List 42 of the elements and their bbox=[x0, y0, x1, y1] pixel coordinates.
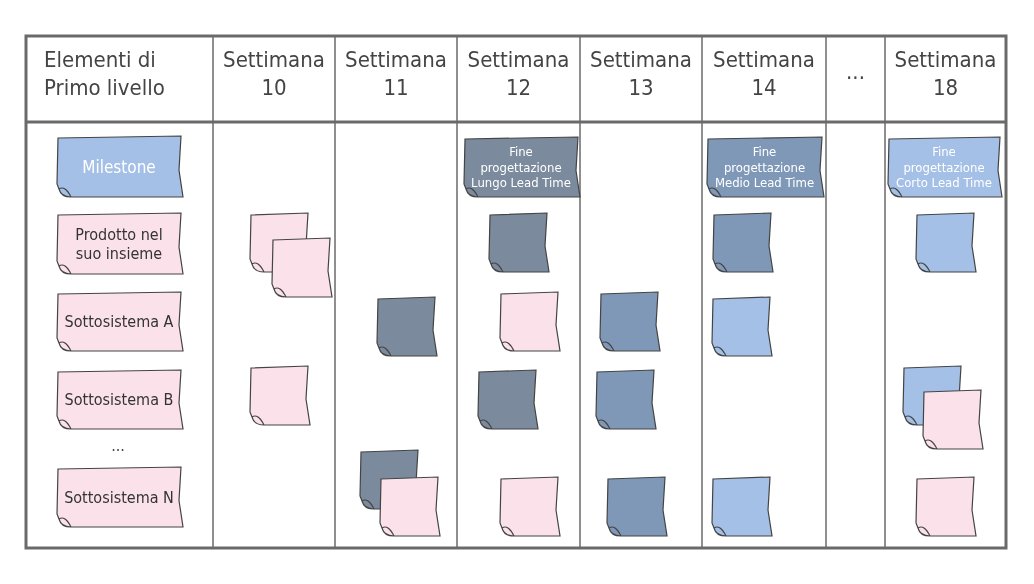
sticky-note bbox=[594, 370, 656, 430]
sticky-note bbox=[462, 137, 580, 198]
sticky-note bbox=[886, 137, 1002, 198]
note-text: Sottosistema B bbox=[63, 389, 175, 412]
note-text: Milestone bbox=[81, 155, 157, 179]
note-text: Fine progettazione Medio Lead Time bbox=[713, 143, 816, 193]
sticky-note bbox=[705, 137, 824, 198]
sticky-note bbox=[598, 292, 660, 352]
sticky-note bbox=[605, 477, 667, 537]
sticky-note bbox=[248, 366, 310, 426]
column-header: ... bbox=[845, 58, 866, 86]
note-text: Sottosistema N bbox=[63, 486, 175, 509]
row-ellipsis: ... bbox=[110, 436, 126, 456]
sticky-note bbox=[270, 238, 332, 298]
note-text: Prodotto nel suo insieme bbox=[74, 223, 164, 265]
sticky-note bbox=[375, 297, 437, 357]
column-header: Elementi di Primo livello bbox=[44, 46, 166, 101]
column-header: Settimana 11 bbox=[344, 46, 448, 101]
column-header: Settimana 13 bbox=[589, 46, 693, 101]
note-text: Fine progettazione Corto Lead Time bbox=[895, 143, 993, 193]
sticky-note bbox=[487, 213, 549, 273]
sticky-note bbox=[55, 292, 183, 352]
sticky-note bbox=[710, 297, 772, 357]
note-text: Sottosistema A bbox=[63, 311, 175, 334]
column-header: Settimana 14 bbox=[712, 46, 816, 101]
sticky-note bbox=[55, 467, 183, 528]
sticky-note bbox=[710, 477, 772, 537]
sticky-note bbox=[498, 292, 560, 352]
sticky-note bbox=[55, 213, 183, 275]
sticky-note bbox=[55, 136, 183, 198]
column-header: Settimana 18 bbox=[893, 46, 998, 101]
sticky-note bbox=[476, 370, 538, 430]
sticky-note bbox=[378, 477, 440, 537]
column-header: Settimana 12 bbox=[466, 46, 571, 101]
sticky-note bbox=[914, 213, 976, 273]
note-text: Fine progettazione Lungo Lead Time bbox=[470, 143, 572, 193]
sticky-note bbox=[55, 370, 183, 430]
sticky-note bbox=[498, 477, 560, 537]
sticky-note bbox=[914, 477, 976, 537]
sticky-note bbox=[711, 213, 773, 273]
column-header: Settimana 10 bbox=[222, 46, 326, 101]
sticky-note bbox=[921, 390, 983, 450]
